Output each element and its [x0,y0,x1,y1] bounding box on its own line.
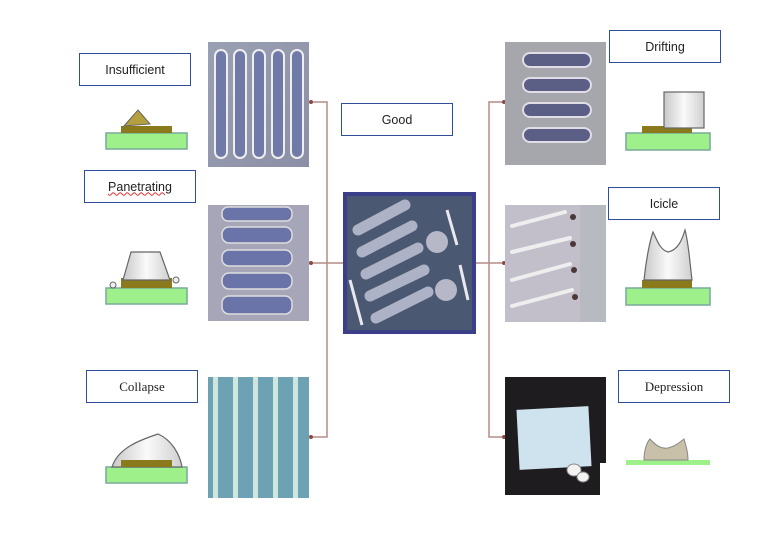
depression-diagram-icon [626,438,710,465]
label-text: Icicle [649,196,679,211]
photo-insufficient [208,42,309,167]
label-text: Drifting [645,39,685,54]
photo-drifting [505,42,606,165]
label-insufficient: Insufficient [79,53,191,86]
watermark-cover [600,463,714,496]
label-collapse: Collapse [86,370,198,403]
panetrating-diagram-icon [105,251,188,305]
photo-good [343,192,476,334]
label-drifting: Drifting [609,30,721,63]
label-panetrating: Panetrating [84,170,196,203]
label-text: Collapse [119,378,165,394]
label-depression: Depression [618,370,730,403]
label-text: Panetrating [108,179,172,194]
icicle-diagram-icon [625,227,711,306]
photo-depression [505,377,606,495]
photo-panetrating [208,205,309,321]
label-text: Insufficient [105,62,165,77]
label-text: Depression [644,378,704,394]
label-good: Good [341,103,453,136]
insufficient-diagram-icon [105,109,188,150]
drifting-diagram-icon [625,91,711,151]
photo-icicle [505,205,606,322]
collapse-diagram-icon [105,433,188,484]
label-text: Good [381,112,413,127]
label-icicle: Icicle [608,187,720,220]
connector-lines [310,101,505,438]
wechat-logo-icon [566,463,590,483]
photo-collapse [208,377,309,498]
